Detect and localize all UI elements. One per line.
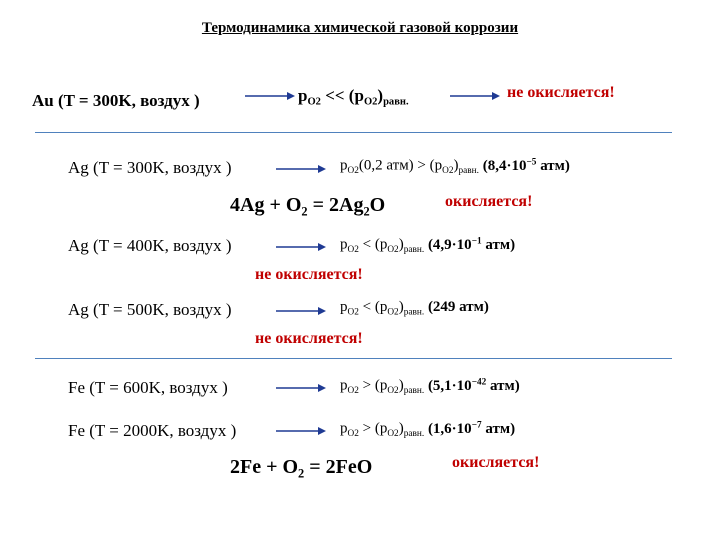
arrow-icon <box>450 92 500 100</box>
result-ag-300: окисляется! <box>445 193 533 210</box>
arrow-icon <box>276 307 326 315</box>
condition-au-300: Au (T = 300K, воздух ) <box>32 91 200 110</box>
result-ag-500: не окисляется! <box>255 330 363 347</box>
condition-fe-2000: Fe (T = 2000K, воздух ) <box>68 421 237 440</box>
equation-ag-400: pO2 < (pO2)равн. (4,9·10−1 атм) <box>340 236 516 255</box>
equation-au: pO2 << (pO2)равн. <box>298 86 409 108</box>
arrow-icon <box>276 384 326 392</box>
equation-fe-2000: pO2 > (pO2)равн. (1,6·10−7 атм) <box>340 420 516 439</box>
arrow-icon <box>276 243 326 251</box>
condition-fe-600: Fe (T = 600K, воздух ) <box>68 378 228 397</box>
result-ag-400: не окисляется! <box>255 266 363 283</box>
page-title: Термодинамика химической газовой коррози… <box>201 20 519 36</box>
arrow-icon <box>245 92 295 100</box>
equation-fe-600: pO2 > (pO2)равн. (5,1·10−42 атм) <box>340 377 520 396</box>
separator <box>35 358 672 359</box>
arrow-icon <box>276 427 326 435</box>
result-au: не окисляется! <box>507 84 615 101</box>
condition-ag-400: Ag (T = 400K, воздух ) <box>68 236 232 255</box>
condition-ag-300: Ag (T = 300K, воздух ) <box>68 158 232 177</box>
equation-ag-500: pO2 < (pO2)равн. (249 атм) <box>340 299 489 318</box>
reaction-fe: 2Fe + O2 = 2FeO <box>230 456 373 481</box>
result-fe: окисляется! <box>452 454 540 471</box>
reaction-ag: 4Ag + O2 = 2Ag2O <box>230 194 386 219</box>
arrow-icon <box>276 165 326 173</box>
equation-ag-300: pO2(0,2 атм) > (pO2)равн. (8,4·10−5 атм) <box>340 157 570 176</box>
separator <box>35 132 672 133</box>
condition-ag-500: Ag (T = 500K, воздух ) <box>68 300 232 319</box>
